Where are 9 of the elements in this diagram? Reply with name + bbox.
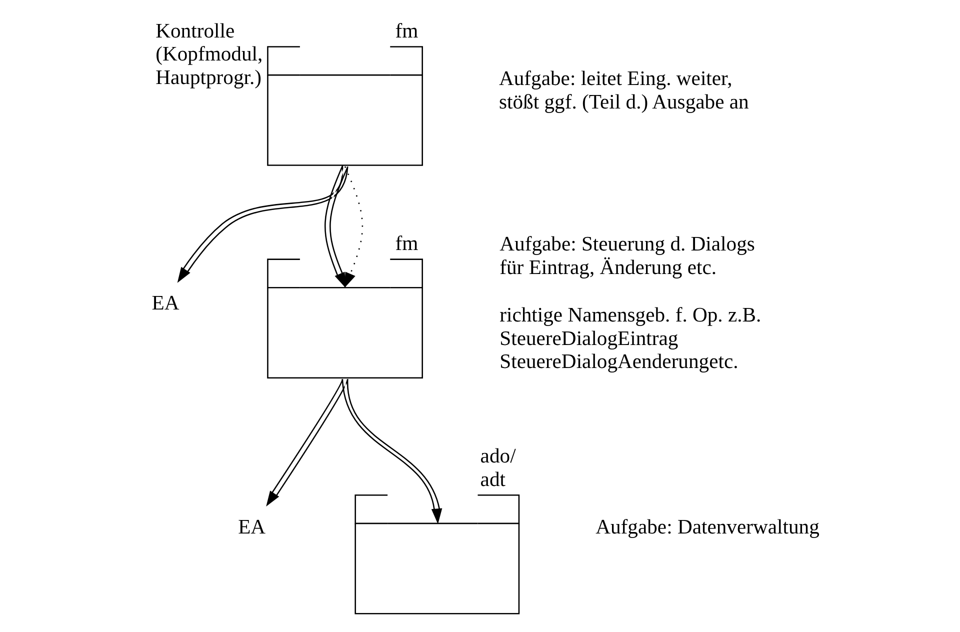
node-text: ado/ adt: [480, 446, 516, 491]
node-text: EA: [152, 292, 180, 314]
node-text: fm: [395, 233, 418, 256]
node-label: Aufgabe: leitet Eing. weiter, stößt ggf. (Teil d.) Ausgabe an: [499, 68, 749, 114]
node-label: richtige Namensgeb. f. Op. z.B. SteuereDialogEintrag SteuereDialogAenderungetc.: [500, 304, 762, 374]
node-text: Kontrolle (Kopfmodul, Hauptprogr.) fm: [156, 20, 418, 89]
node-label: Aufgabe: Steuerung d. Dialogs für Eintrag, Änderung etc.: [500, 234, 755, 279]
node-text: EA: [238, 516, 266, 538]
node-label: Aufgabe: Datenverwaltung: [596, 516, 820, 538]
